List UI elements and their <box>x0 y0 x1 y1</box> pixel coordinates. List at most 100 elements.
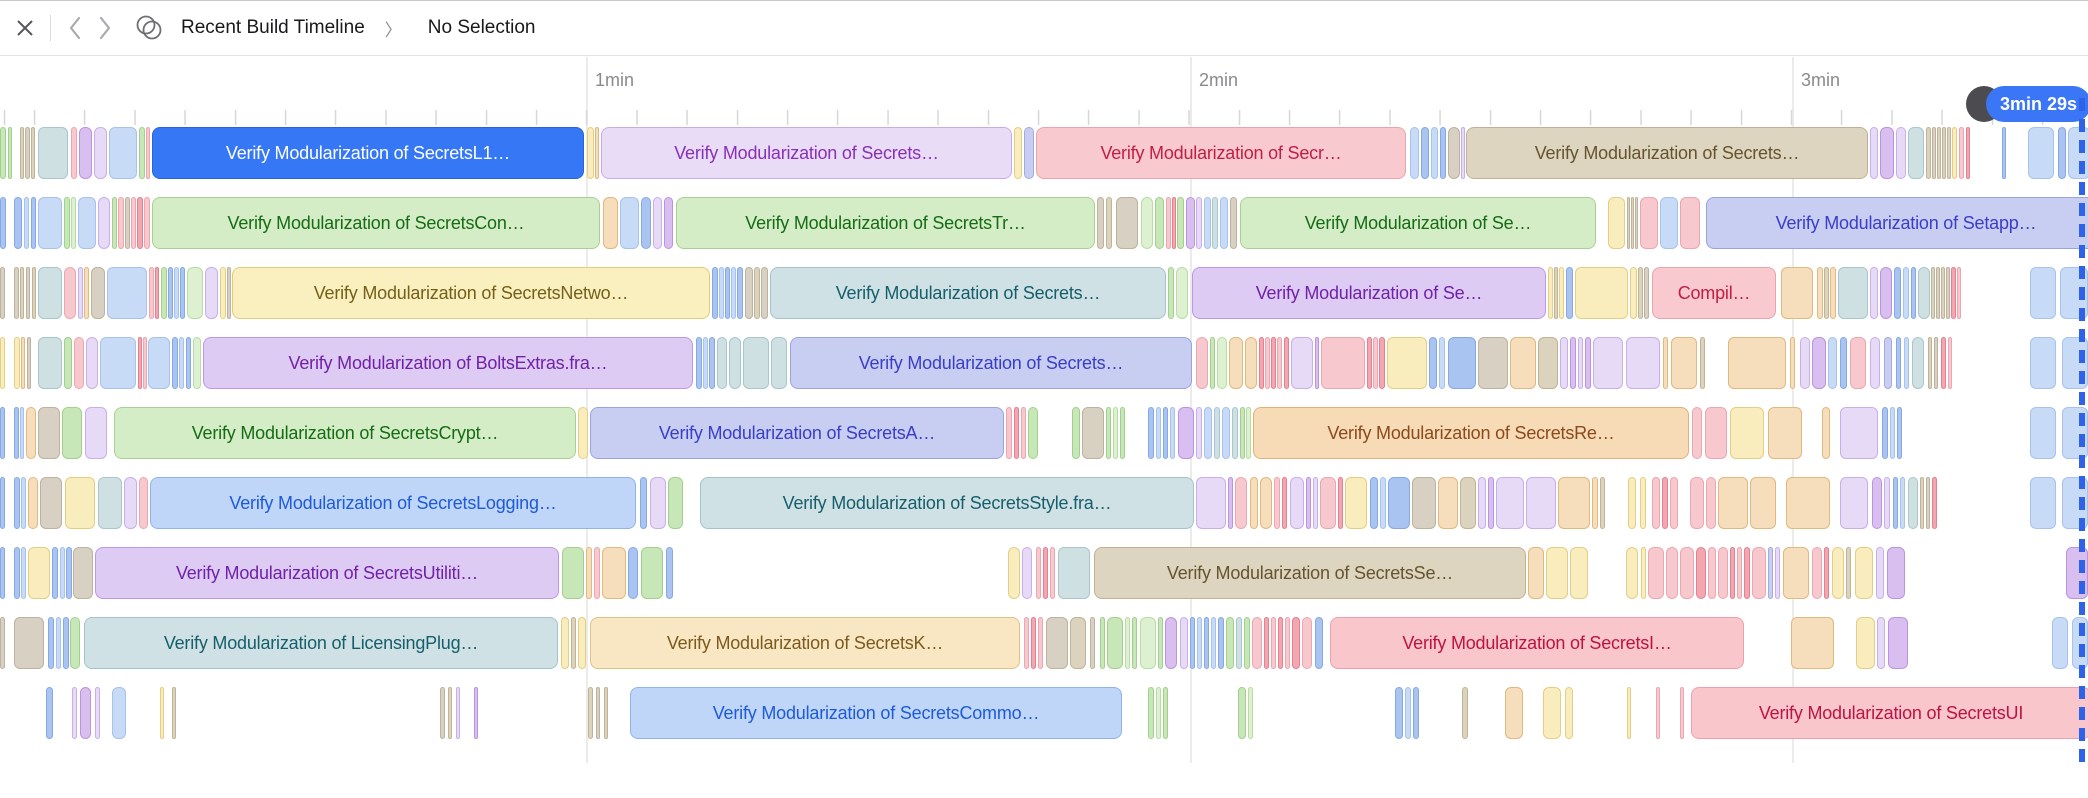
task-stripe[interactable] <box>1900 477 1905 529</box>
task-stripe[interactable] <box>149 267 154 319</box>
task-stripe[interactable] <box>25 127 30 179</box>
task-stripe[interactable] <box>1887 547 1905 599</box>
task-stripe[interactable] <box>456 687 460 739</box>
task-stripe[interactable] <box>1246 407 1251 459</box>
task-stripe[interactable] <box>0 477 5 529</box>
task-block[interactable]: Verify Modularization of Secr… <box>1036 127 1406 179</box>
task-stripe[interactable] <box>66 547 72 599</box>
task-stripe[interactable] <box>1380 477 1386 529</box>
task-stripe[interactable] <box>1948 337 1952 389</box>
task-stripe[interactable] <box>737 267 743 319</box>
task-stripe[interactable] <box>1888 617 1908 669</box>
task-stripe[interactable] <box>1941 267 1945 319</box>
task-stripe[interactable] <box>1737 547 1742 599</box>
task-stripe[interactable] <box>2030 267 2056 319</box>
task-stripe[interactable] <box>1790 337 1795 389</box>
task-stripe[interactable] <box>1957 267 1961 319</box>
task-stripe[interactable] <box>137 197 143 249</box>
task-stripe[interactable] <box>1656 687 1660 739</box>
task-stripe[interactable] <box>1942 127 1946 179</box>
task-stripe[interactable] <box>1884 477 1890 529</box>
task-stripe[interactable] <box>1196 197 1202 249</box>
task-stripe[interactable] <box>1570 547 1588 599</box>
task-stripe[interactable] <box>1248 687 1253 739</box>
task-stripe[interactable] <box>98 197 110 249</box>
task-stripe[interactable] <box>0 267 5 319</box>
task-block[interactable]: Verify Modularization of SecretsTr… <box>676 197 1095 249</box>
task-stripe[interactable] <box>562 547 584 599</box>
task-stripe[interactable] <box>448 687 452 739</box>
task-stripe[interactable] <box>1240 407 1245 459</box>
task-stripe[interactable] <box>14 617 44 669</box>
task-stripe[interactable] <box>1315 617 1323 669</box>
task-stripe[interactable] <box>64 337 72 389</box>
task-stripe[interactable] <box>1284 337 1289 389</box>
task-stripe[interactable] <box>703 337 708 389</box>
task-stripe[interactable] <box>1156 407 1161 459</box>
task-stripe[interactable] <box>1812 547 1822 599</box>
task-stripe[interactable] <box>1680 687 1684 739</box>
task-stripe[interactable] <box>0 547 5 599</box>
task-stripe[interactable] <box>1680 547 1694 599</box>
task-stripe[interactable] <box>1578 337 1583 389</box>
task-stripe[interactable] <box>31 197 36 249</box>
task-stripe[interactable] <box>1640 477 1646 529</box>
task-stripe[interactable] <box>1750 477 1776 529</box>
task-stripe[interactable] <box>1180 617 1188 669</box>
task-stripe[interactable] <box>1006 407 1012 459</box>
task-stripe[interactable] <box>1217 337 1227 389</box>
task-stripe[interactable] <box>1730 407 1764 459</box>
task-stripe[interactable] <box>139 127 145 179</box>
task-stripe[interactable] <box>84 267 89 319</box>
task-stripe[interactable] <box>641 547 663 599</box>
task-stripe[interactable] <box>578 407 588 459</box>
task-stripe[interactable] <box>1315 337 1319 389</box>
task-stripe[interactable] <box>1783 547 1809 599</box>
task-stripe[interactable] <box>1166 197 1171 249</box>
task-stripe[interactable] <box>1791 617 1834 669</box>
task-stripe[interactable] <box>761 267 768 319</box>
task-block[interactable]: Verify Modularization of SecretsNetwo… <box>232 267 710 319</box>
task-stripe[interactable] <box>745 267 753 319</box>
task-stripe[interactable] <box>1367 337 1372 389</box>
task-block[interactable]: Verify Modularization of SecretsLogging… <box>150 477 636 529</box>
task-stripe[interactable] <box>1884 337 1892 389</box>
task-stripe[interactable] <box>1278 617 1283 669</box>
task-stripe[interactable] <box>1478 337 1508 389</box>
task-stripe[interactable] <box>1141 197 1153 249</box>
task-stripe[interactable] <box>1176 267 1188 319</box>
task-block[interactable]: Verify Modularization of SecretsUI <box>1691 687 2088 739</box>
task-stripe[interactable] <box>1912 337 1924 389</box>
task-stripe[interactable] <box>52 547 58 599</box>
task-stripe[interactable] <box>1097 197 1104 249</box>
task-stripe[interactable] <box>1846 547 1851 599</box>
task-stripe[interactable] <box>1893 477 1898 529</box>
task-stripe[interactable] <box>1626 337 1660 389</box>
task-stripe[interactable] <box>731 267 736 319</box>
task-stripe[interactable] <box>709 337 715 389</box>
close-icon[interactable] <box>14 17 36 39</box>
task-stripe[interactable] <box>1670 477 1678 529</box>
task-stripe[interactable] <box>1021 407 1026 459</box>
task-block[interactable]: Verify Modularization of SecretsUtiliti… <box>95 547 559 599</box>
task-stripe[interactable] <box>717 337 727 389</box>
task-stripe[interactable] <box>1226 617 1234 669</box>
task-stripe[interactable] <box>1781 267 1813 319</box>
task-stripe[interactable] <box>1260 477 1272 529</box>
task-stripe[interactable] <box>440 687 445 739</box>
task-stripe[interactable] <box>1575 267 1628 319</box>
task-stripe[interactable] <box>1706 477 1716 529</box>
task-stripe[interactable] <box>32 267 36 319</box>
task-stripe[interactable] <box>1638 267 1643 319</box>
task-stripe[interactable] <box>1538 337 1558 389</box>
task-stripe[interactable] <box>1036 547 1041 599</box>
task-stripe[interactable] <box>62 407 82 459</box>
task-stripe[interactable] <box>1680 197 1700 249</box>
task-stripe[interactable] <box>2052 617 2068 669</box>
task-stripe[interactable] <box>94 127 107 179</box>
task-stripe[interactable] <box>1448 127 1460 179</box>
task-stripe[interactable] <box>112 687 126 739</box>
task-block[interactable]: Verify Modularization of SecretsA… <box>590 407 1004 459</box>
task-stripe[interactable] <box>1660 197 1678 249</box>
task-stripe[interactable] <box>1558 477 1590 529</box>
